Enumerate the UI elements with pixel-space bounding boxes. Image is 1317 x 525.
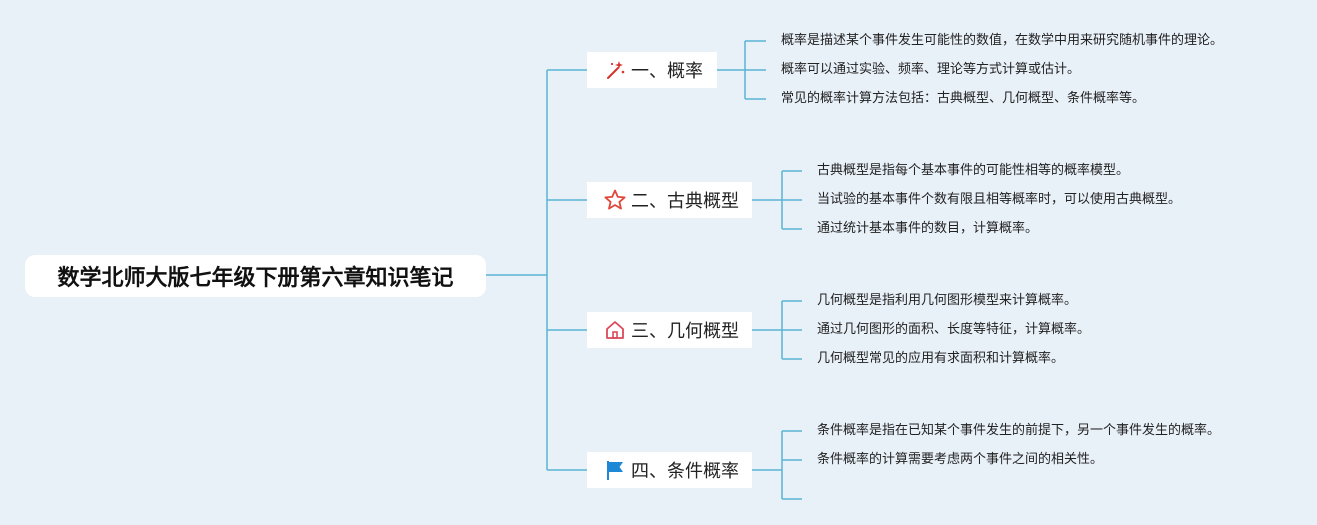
branch-conditional-probability[interactable]: 四、条件概率: [587, 452, 752, 488]
flag-icon: [603, 458, 627, 482]
branch-classical-model[interactable]: 二、古典概型: [587, 182, 752, 218]
leaf-item[interactable]: 古典概型是指每个基本事件的可能性相等的概率模型。: [817, 163, 1130, 178]
connector-leaves-3: [752, 300, 802, 360]
branch-label: 一、概率: [631, 61, 703, 82]
leaf-item[interactable]: 几何概型常见的应用有求面积和计算概率。: [817, 351, 1065, 366]
leaf-item[interactable]: 概率是描述某个事件发生可能性的数值，在数学中用来研究随机事件的理论。: [781, 33, 1224, 48]
root-topic[interactable]: 数学北师大版七年级下册第六章知识笔记: [25, 255, 486, 297]
leaf-item[interactable]: 条件概率的计算需要考虑两个事件之间的相关性。: [817, 452, 1104, 467]
branch-label: 四、条件概率: [631, 461, 739, 482]
leaf-item[interactable]: 通过几何图形的面积、长度等特征，计算概率。: [817, 322, 1091, 337]
star-icon: [603, 188, 627, 212]
connector-leaves-2: [752, 170, 802, 230]
branch-geometric-model[interactable]: 三、几何概型: [587, 312, 752, 348]
leaf-item[interactable]: 几何概型是指利用几何图形模型来计算概率。: [817, 293, 1078, 308]
connector-leaves-1: [717, 40, 766, 100]
leaf-item[interactable]: 当试验的基本事件个数有限且相等概率时，可以使用古典概型。: [817, 192, 1182, 207]
house-icon: [603, 318, 627, 342]
leaf-item[interactable]: 常见的概率计算方法包括：古典概型、几何概型、条件概率等。: [781, 91, 1146, 106]
branch-label: 二、古典概型: [631, 191, 739, 212]
magic-wand-icon: [603, 58, 627, 82]
branch-probability[interactable]: 一、概率: [587, 52, 717, 88]
connector-leaves-4: [752, 430, 802, 500]
root-title: 数学北师大版七年级下册第六章知识笔记: [57, 266, 454, 291]
leaf-item[interactable]: 条件概率是指在已知某个事件发生的前提下，另一个事件发生的概率。: [817, 423, 1221, 438]
leaf-item[interactable]: 概率可以通过实验、频率、理论等方式计算或估计。: [781, 62, 1081, 77]
leaf-item[interactable]: 通过统计基本事件的数目，计算概率。: [817, 221, 1039, 236]
branch-label: 三、几何概型: [631, 321, 739, 342]
